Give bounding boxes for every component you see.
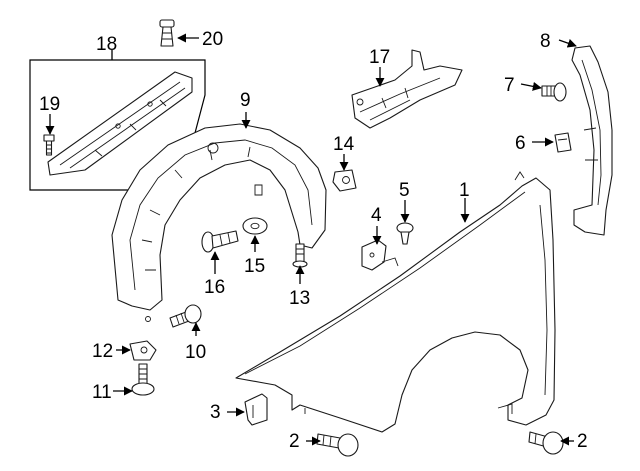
- bracket-4-drawing: [361, 239, 387, 271]
- push-pin-16-drawing: [201, 230, 239, 253]
- bolt-7-drawing: [541, 82, 567, 102]
- callout-19: 19: [39, 94, 60, 115]
- callout-7: 7: [504, 75, 515, 96]
- callout-11: 11: [92, 382, 112, 403]
- screw-19-drawing: [43, 134, 55, 156]
- callout-10: 10: [185, 342, 206, 363]
- leader-lines: [45, 33, 577, 446]
- insulator-8-drawing: [571, 45, 613, 236]
- callout-14: 14: [333, 134, 355, 155]
- callout-8: 8: [540, 31, 551, 52]
- callout-2-right: 2: [577, 431, 588, 452]
- nut-clip-12-drawing: [129, 340, 157, 361]
- retainer-14-drawing: [332, 169, 357, 192]
- clip-20-drawing: [159, 19, 175, 47]
- clip-6-drawing: [554, 132, 572, 153]
- callout-9: 9: [240, 90, 251, 111]
- callout-5: 5: [399, 180, 410, 201]
- bolt-2b-drawing: [528, 431, 564, 455]
- washer-15-drawing: [242, 217, 268, 235]
- callout-1: 1: [459, 180, 470, 201]
- callout-18: 18: [96, 34, 117, 55]
- bolt-11-drawing: [131, 363, 155, 396]
- callout-4: 4: [371, 205, 382, 226]
- screw-10-drawing: [169, 304, 202, 328]
- callout-12: 12: [92, 341, 113, 362]
- leader-7: [520, 81, 542, 91]
- callout-2-left: 2: [289, 431, 300, 452]
- splash-shield-drawing: [351, 49, 463, 129]
- callout-13: 13: [289, 288, 310, 309]
- callout-16: 16: [204, 277, 225, 298]
- fender-drawing: [235, 171, 556, 433]
- callout-20: 20: [202, 29, 223, 50]
- leader-8: [558, 38, 577, 48]
- callout-15: 15: [244, 256, 265, 277]
- stud-13-drawing: [292, 243, 308, 268]
- callout-labels: 1 2 2 3 4 5 6 7 8 9 10 11 12 13 14 15 16…: [39, 29, 588, 452]
- bracket-3-drawing: [244, 393, 268, 426]
- callout-3: 3: [210, 402, 221, 423]
- clip-5-drawing: [396, 222, 414, 245]
- bolt-2a-drawing: [316, 433, 359, 457]
- callout-6: 6: [515, 133, 526, 154]
- callout-17: 17: [369, 47, 390, 68]
